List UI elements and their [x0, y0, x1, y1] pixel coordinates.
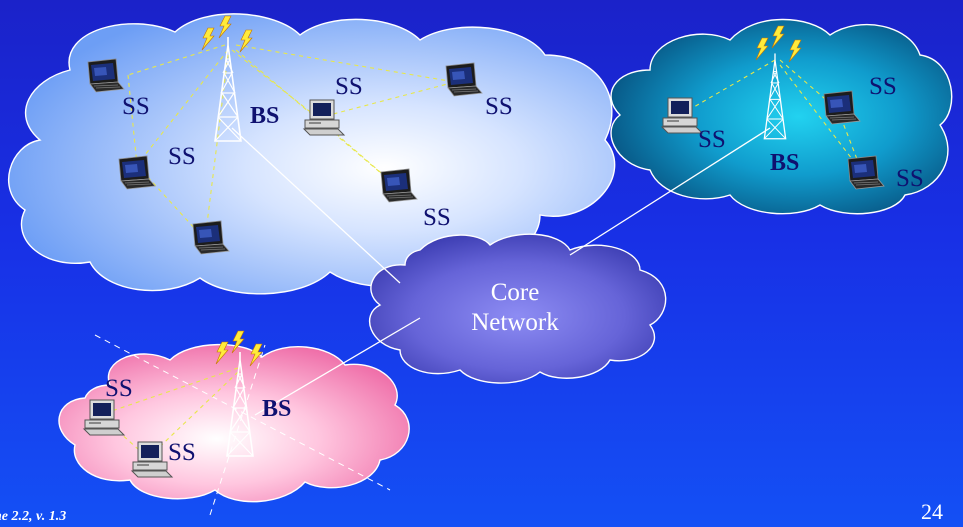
core-label-line1: Core [490, 279, 540, 306]
ss-label: SS [485, 93, 513, 120]
sector-line-2 [209, 344, 266, 516]
bs-label: BS [770, 150, 800, 176]
ss-label: SS [105, 375, 133, 402]
ss-label: SS [423, 204, 451, 231]
ss-label: SS [335, 73, 363, 100]
bs-label: BS [262, 396, 292, 422]
backbone-link-right-core [569, 127, 771, 256]
page-number: 24 [921, 499, 943, 524]
core-label-line2: Network [471, 309, 559, 336]
backbone-link-left-core [231, 127, 401, 284]
bs-label: BS [250, 103, 280, 129]
cloud-core [369, 233, 667, 384]
ss-label: SS [869, 73, 897, 100]
footer-caption: ne 2.2, v. 1.3 [0, 509, 67, 524]
ss-label: SS [122, 93, 150, 120]
core-network-label: Core Network [455, 278, 575, 338]
ss-label: SS [168, 143, 196, 170]
backbone-link-bottom-core [254, 317, 421, 416]
ss-label: SS [896, 165, 924, 192]
ss-label: SS [698, 126, 726, 153]
ss-label: SS [168, 439, 196, 466]
